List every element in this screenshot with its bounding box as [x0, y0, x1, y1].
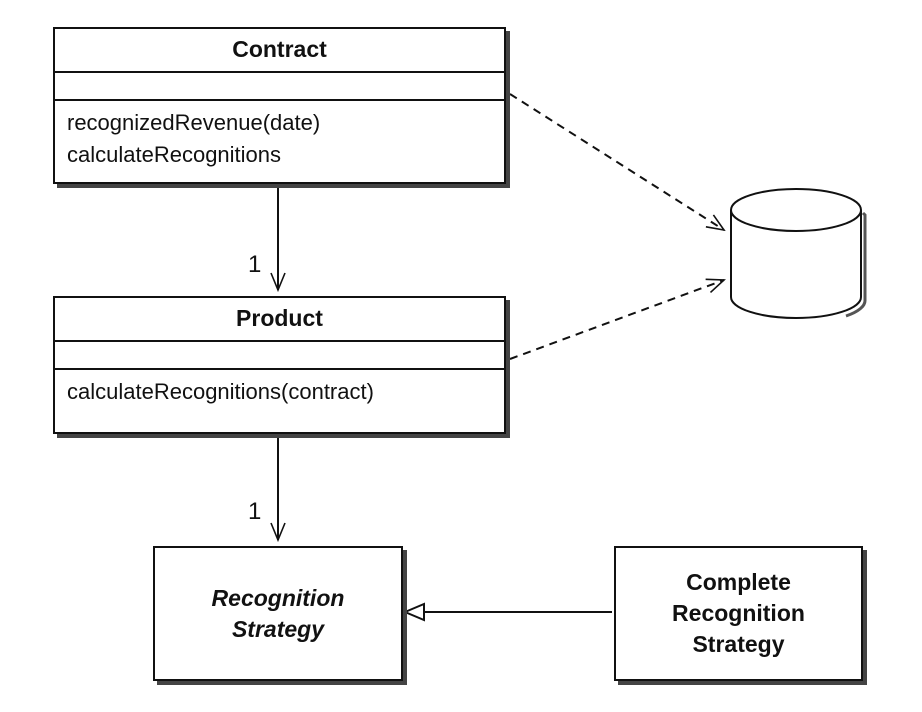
- contract-attributes-compartment: [55, 73, 504, 101]
- recognition-strategy-class[interactable]: Recognition Strategy: [153, 546, 403, 681]
- complete-recognition-strategy-name-line: Recognition: [672, 600, 805, 626]
- contract-operation: recognizedRevenue(date): [67, 110, 321, 135]
- product-class-name: Product: [55, 298, 504, 342]
- recognition-strategy-name-line: Strategy: [231, 615, 325, 642]
- contract-product-multiplicity: 1: [248, 251, 262, 278]
- complete-recognition-strategy-name-line: Strategy: [692, 631, 785, 657]
- contract-class[interactable]: Contract recognizedRevenue(date) calcula…: [53, 27, 506, 184]
- product-database-dependency-line: [509, 280, 724, 360]
- contract-operation: calculateRecognitions: [67, 142, 282, 167]
- contract-database-dependency-line: [509, 93, 724, 230]
- product-class[interactable]: Product calculateRecognitions(contract): [53, 296, 506, 434]
- contract-operations-compartment: recognizedRevenue(date) calculateRecogni…: [55, 101, 504, 171]
- database-cylinder-icon: [730, 188, 867, 319]
- product-operation: calculateRecognitions(contract): [67, 379, 374, 404]
- generalization-triangle-icon: [402, 602, 425, 622]
- product-operations-compartment: calculateRecognitions(contract): [55, 370, 504, 408]
- contract-class-name: Contract: [55, 29, 504, 73]
- product-attributes-compartment: [55, 342, 504, 370]
- complete-recognition-strategy-name-line: Complete: [686, 569, 791, 595]
- complete-recognition-strategy-class[interactable]: Complete Recognition Strategy: [614, 546, 863, 681]
- product-strategy-multiplicity: 1: [248, 498, 262, 525]
- recognition-strategy-name-line: Recognition: [211, 584, 345, 611]
